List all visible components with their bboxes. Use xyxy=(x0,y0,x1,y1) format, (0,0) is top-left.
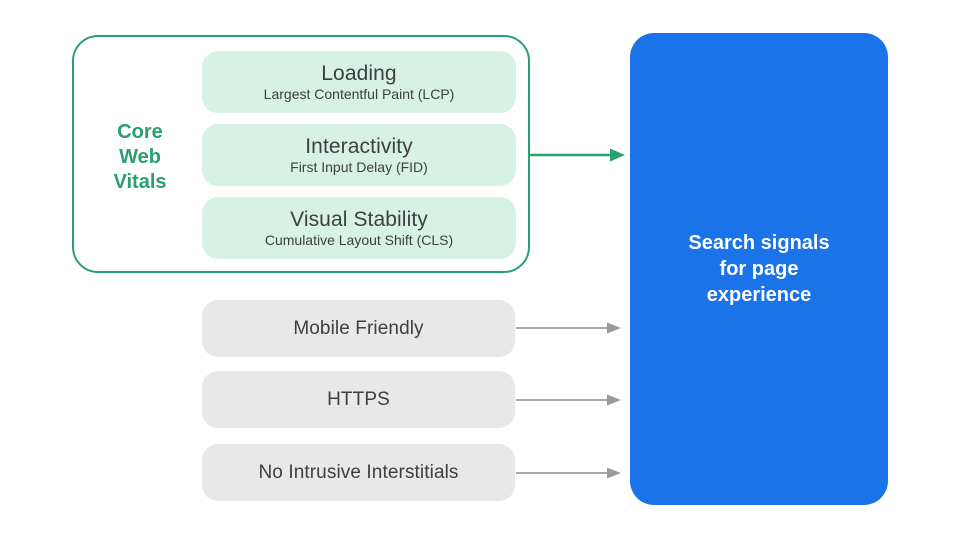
signal-box-https: HTTPS xyxy=(202,371,515,428)
metric-subtitle-fid: First Input Delay (FID) xyxy=(290,159,428,175)
signal-box-no-intrusive-interstitials: No Intrusive Interstitials xyxy=(202,444,515,501)
arrow-head xyxy=(607,394,621,406)
no-intrusive-interstitials-arrow-right-icon xyxy=(516,467,621,479)
metric-subtitle-cls: Cumulative Layout Shift (CLS) xyxy=(264,232,454,248)
https-arrow-right-icon xyxy=(516,394,621,406)
arrow-head xyxy=(607,322,621,334)
arrow-head xyxy=(610,148,625,162)
core-web-vitals-arrow-right-icon xyxy=(530,148,625,162)
search-signals-label: Search signals for page experience xyxy=(688,232,830,306)
signal-box-mobile-friendly: Mobile Friendly xyxy=(202,300,515,357)
metric-box-visual-stability: Visual Stability Cumulative Layout Shift… xyxy=(202,197,516,259)
search-signals-box: Search signals for page experience xyxy=(630,33,888,505)
mobile-friendly-arrow-right-icon xyxy=(516,322,621,334)
metric-subtitle-lcp: Largest Contentful Paint (LCP) xyxy=(263,86,455,102)
metric-title-loading: Loading xyxy=(321,62,397,85)
metric-box-interactivity: Interactivity First Input Delay (FID) xyxy=(202,124,516,186)
metric-box-loading: Loading Largest Contentful Paint (LCP) xyxy=(202,51,516,113)
core-web-vitals-group xyxy=(72,35,530,273)
arrow-head xyxy=(607,467,621,479)
core-web-vitals-label: Core Web Vitals xyxy=(113,121,167,193)
metric-title-visual-stability: Visual Stability xyxy=(290,208,428,231)
metric-title-interactivity: Interactivity xyxy=(305,135,413,158)
